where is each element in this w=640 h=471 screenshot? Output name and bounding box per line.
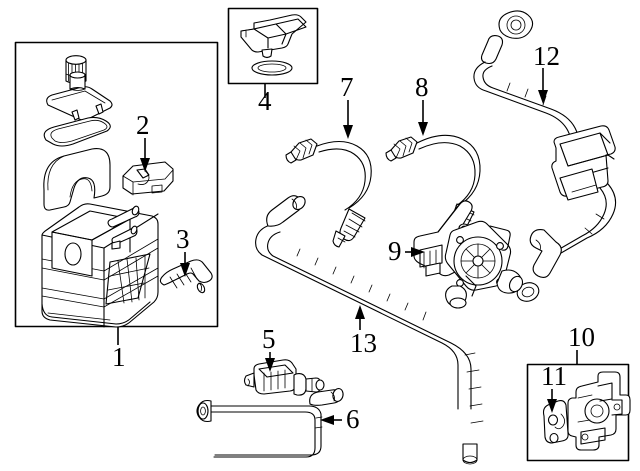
part-purge-valve bbox=[243, 359, 325, 396]
callout-number-8: 8 bbox=[415, 72, 429, 102]
part-purge-valve-hose bbox=[196, 388, 344, 458]
callout-number-13: 13 bbox=[350, 328, 377, 358]
callout-leaders bbox=[117, 68, 578, 425]
callout-number-9: 9 bbox=[388, 236, 402, 266]
callout-number-2: 2 bbox=[136, 110, 150, 140]
part-oxygen-sensor-7 bbox=[285, 138, 372, 248]
part-vacuum-pump bbox=[413, 200, 524, 309]
callout-number-11: 11 bbox=[541, 361, 567, 391]
part-canister-gasket bbox=[43, 116, 111, 147]
callout-number-3: 3 bbox=[176, 224, 190, 254]
part-canister-clip bbox=[122, 161, 174, 196]
part-canister-cover-plate bbox=[46, 71, 113, 121]
part-vacuum-hose-12 bbox=[473, 10, 617, 302]
part-canister-vent-hose bbox=[255, 195, 484, 465]
callout-number-7: 7 bbox=[340, 72, 354, 102]
callout-number-10: 10 bbox=[568, 322, 595, 352]
group-box-egr-valve bbox=[526, 363, 631, 462]
callout-number-6: 6 bbox=[346, 404, 360, 434]
part-vapor-canister-body bbox=[41, 203, 159, 328]
callout-number-4: 4 bbox=[258, 86, 272, 116]
callout-number-5: 5 bbox=[262, 324, 276, 354]
part-canister-shield bbox=[43, 148, 111, 211]
callout-number-1: 1 bbox=[112, 342, 126, 372]
callout-number-12: 12 bbox=[533, 41, 560, 71]
group-box-map-sensor bbox=[227, 7, 319, 85]
